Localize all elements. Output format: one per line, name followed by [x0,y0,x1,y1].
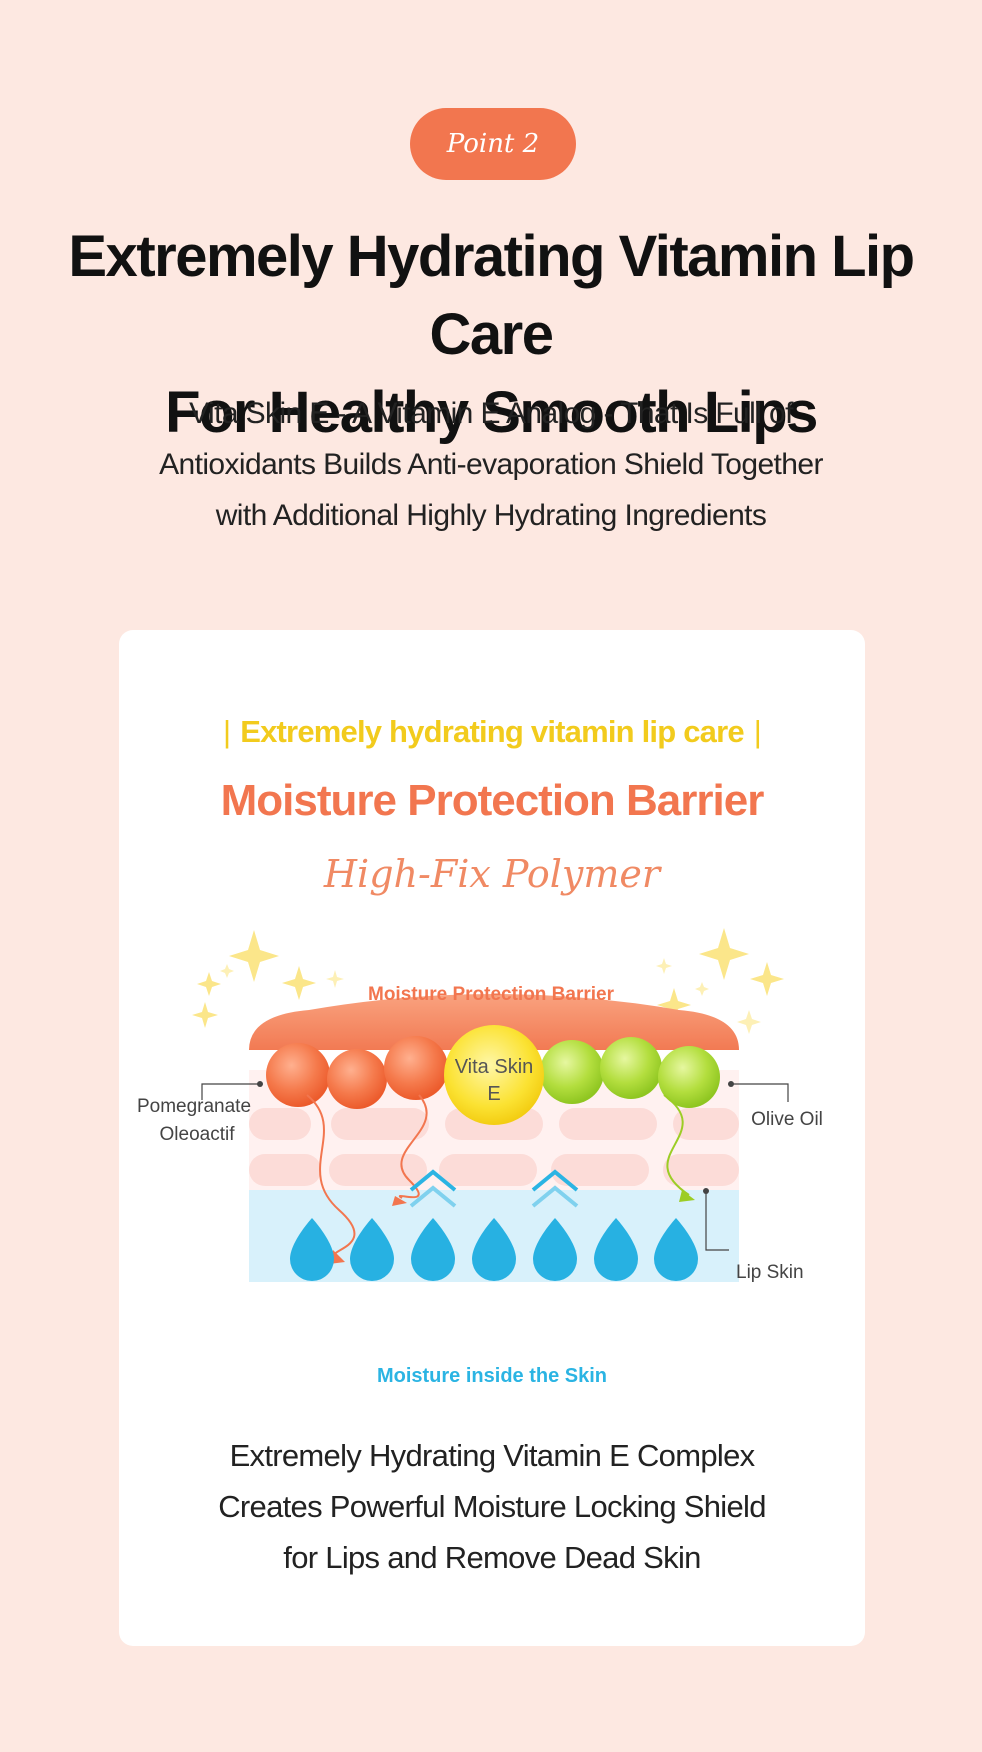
subcopy-line-2: Antioxidants Builds Anti-evaporation Shi… [159,448,823,481]
card-copy: Extremely Hydrating Vitamin E Complex Cr… [119,1430,865,1583]
moisture-inside-label: Moisture inside the Skin [377,1365,607,1387]
sparkles-right-icon [656,928,784,1034]
card-copy-line-3: for Lips and Remove Dead Skin [283,1540,701,1575]
lip-skin-label: Lip Skin [736,1262,804,1283]
barrier-film [249,994,739,1050]
subcopy-line-3: with Additional Highly Hydrating Ingredi… [215,499,767,532]
olive-oil-label: Olive Oil [751,1109,823,1130]
pomegranate-label-line-2: Oleoactif [160,1124,236,1145]
chevron-up-icons [409,1169,579,1208]
card-subtitle: High-Fix Polymer [323,852,661,896]
leader-dots [257,1081,734,1194]
headline-line-2: For Healthy Smooth Lips [165,380,818,445]
card-kicker: | Extremely hydrating vitamin lip care | [119,714,865,750]
leader-lines [201,1083,789,1251]
subcopy: Vita Skin E - A Vitamin E Analog - That … [0,388,982,541]
bead-label-line-2: E [487,1083,500,1105]
kicker-bar-left: | [222,714,231,749]
headline: Extremely Hydrating Vitamin Lip Care For… [0,218,982,452]
point-badge: Point 2 [410,108,576,180]
sparkles-left-icon [192,930,344,1028]
barrier-diagram: Moisture Protection Barrier Vita Skin E [137,928,823,1387]
card-copy-line-1: Extremely Hydrating Vitamin E Complex [229,1438,756,1473]
pomegranate-beads [266,1036,448,1109]
kicker-bar-right: | [753,714,762,749]
headline-line-1: Extremely Hydrating Vitamin Lip Care [68,224,915,367]
barrier-label: Moisture Protection Barrier [368,984,615,1005]
vita-skin-e-bead: Vita Skin E [444,1025,544,1125]
kicker-text: Extremely hydrating vitamin lip care [240,714,744,749]
penetration-arrows [306,1094,690,1261]
card-copy-line-2: Creates Powerful Moisture Locking Shield [218,1489,766,1524]
subcopy-line-1: Vita Skin E - A Vitamin E Analog - That … [189,397,793,430]
water-drop-icons [290,1218,698,1281]
pomegranate-label-line-1: Pomegranate [137,1096,251,1117]
olive-beads [540,1037,720,1108]
card-title: Moisture Protection Barrier [220,776,765,825]
bead-label-line-1: Vita Skin [455,1056,534,1078]
info-card: | Extremely hydrating vitamin lip care | M… [119,630,865,1646]
